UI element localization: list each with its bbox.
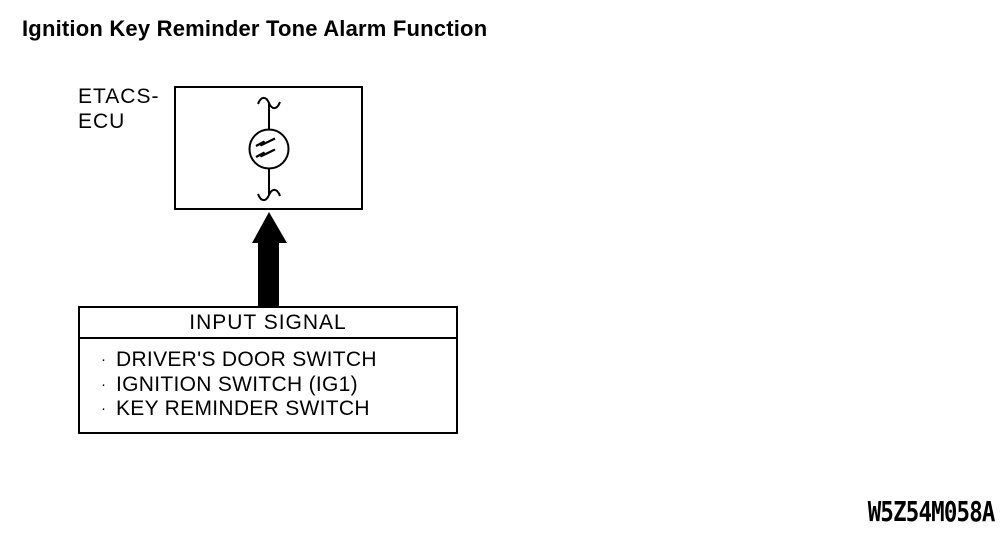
bullet-icon: · (101, 351, 107, 368)
input-signal-box: INPUT SIGNAL · DRIVER'S DOOR SWITCH · IG… (78, 306, 458, 434)
figure-code: W5Z54M058A (868, 495, 996, 528)
input-signal-list: · DRIVER'S DOOR SWITCH · IGNITION SWITCH… (80, 339, 456, 422)
list-item-label: IGNITION SWITCH (IG1) (116, 372, 358, 396)
list-item: · KEY REMINDER SWITCH (101, 397, 456, 422)
list-item-label: KEY REMINDER SWITCH (116, 397, 370, 420)
up-arrow-icon (252, 212, 287, 306)
ecu-label: ETACS- ECU (78, 84, 159, 134)
bullet-icon: · (101, 375, 107, 393)
input-signal-header: INPUT SIGNAL (80, 308, 456, 339)
list-item-label: DRIVER'S DOOR SWITCH (116, 348, 377, 371)
ecu-label-line2: ECU (78, 110, 126, 133)
ecu-label-line1: ETACS- (78, 85, 160, 108)
bullet-icon: · (101, 400, 107, 417)
tone-alarm-icon (248, 96, 290, 202)
list-item: · IGNITION SWITCH (IG1) (101, 373, 456, 398)
page-title: Ignition Key Reminder Tone Alarm Functio… (22, 16, 488, 41)
list-item: · DRIVER'S DOOR SWITCH (101, 348, 456, 373)
